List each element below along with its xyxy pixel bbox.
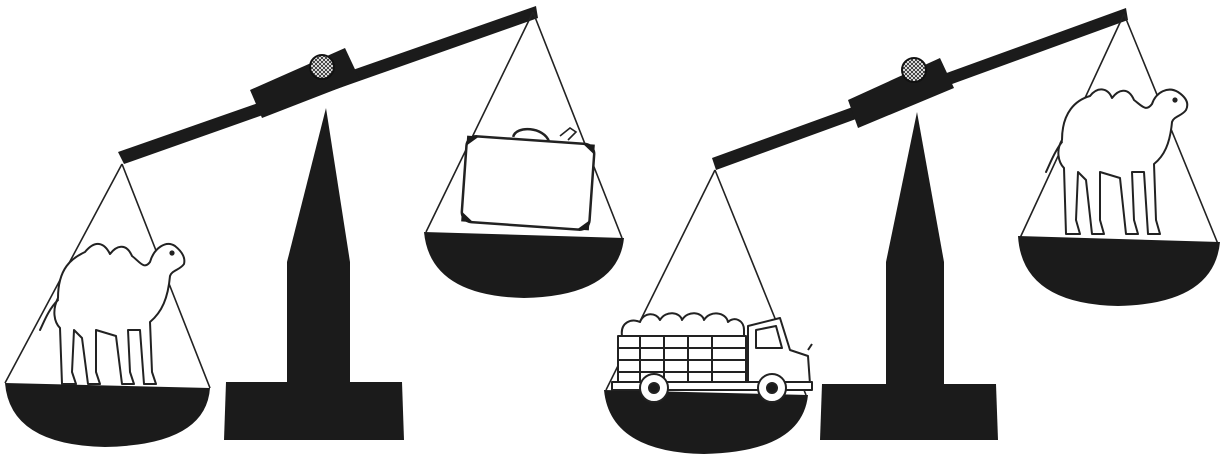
camel-icon (1046, 89, 1187, 234)
pivot-icon (310, 55, 334, 79)
right-pan (424, 232, 624, 298)
camel-icon (40, 244, 184, 384)
scale-stand (224, 108, 404, 440)
pivot-icon (902, 58, 926, 82)
left-pan (5, 383, 210, 447)
scale-stand (820, 112, 998, 440)
right-pan (1018, 236, 1220, 306)
suitcase-icon (461, 128, 595, 230)
truck-icon (612, 313, 812, 402)
right-balance-scale (604, 8, 1220, 454)
left-balance-scale (5, 6, 624, 447)
